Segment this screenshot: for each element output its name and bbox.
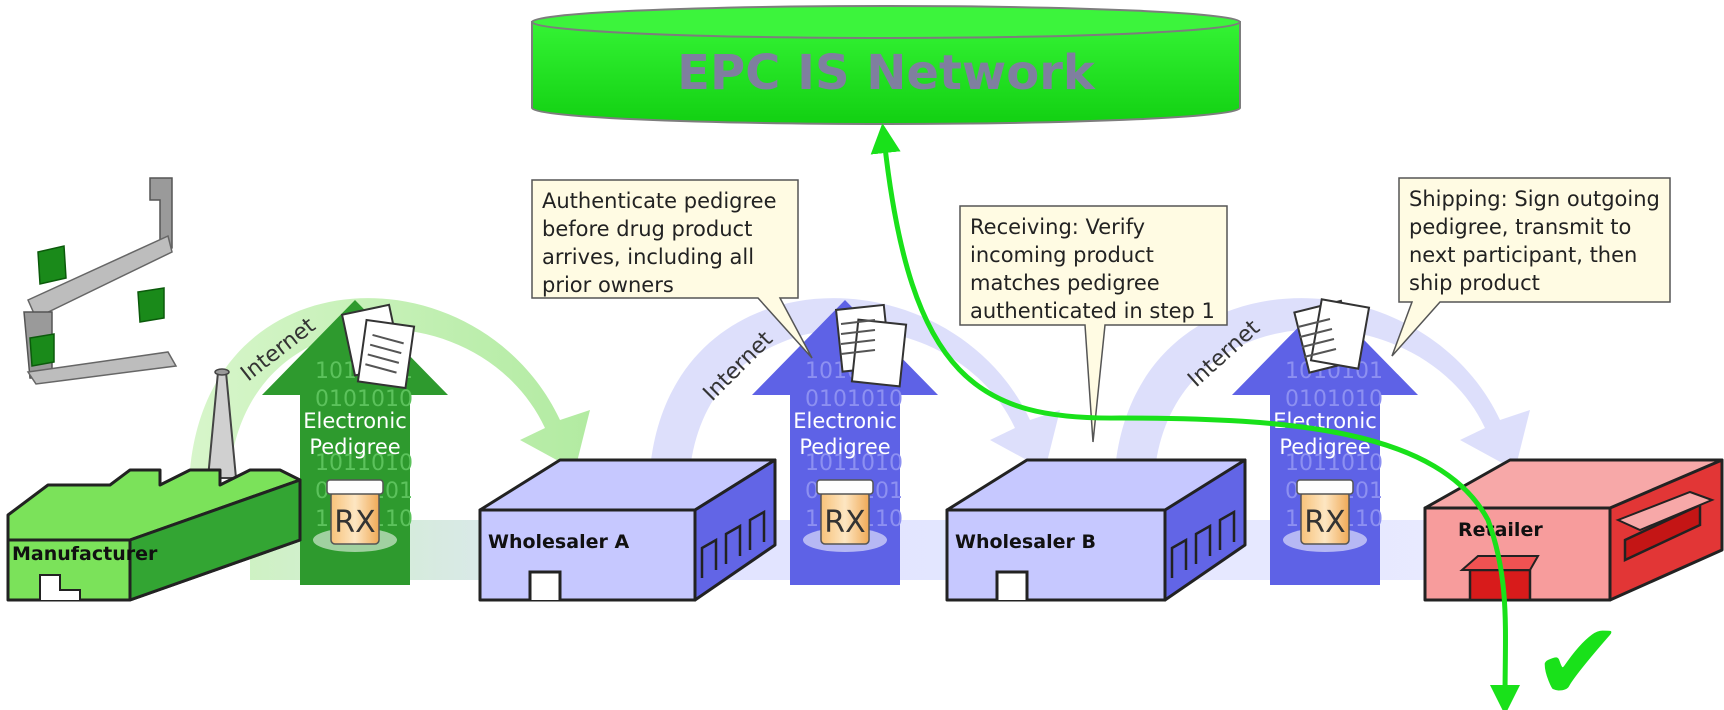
svg-text:incoming product: incoming product (970, 243, 1154, 267)
svg-text:arrives, including all: arrives, including all (542, 245, 754, 269)
svg-text:before drug product: before drug product (542, 217, 752, 241)
svg-text:matches pedigree: matches pedigree (970, 271, 1160, 295)
manufacturer-building: Manufacturer (6, 368, 302, 602)
svg-text:Receiving: Verify: Receiving: Verify (970, 215, 1145, 239)
pedigree-label-line1: Electronic (303, 409, 407, 433)
svg-text:Shipping: Sign outgoing: Shipping: Sign outgoing (1409, 187, 1660, 211)
participant-label: Wholesaler B (955, 531, 1096, 553)
network-label: EPC IS Network (677, 45, 1096, 101)
rx-bottle-icon: RX (313, 479, 397, 552)
check-mark-icon: ✔ (1532, 598, 1624, 710)
svg-text:RX: RX (824, 505, 865, 540)
svg-text:RX: RX (1304, 505, 1345, 540)
pedigree-label-line2: Pedigree (309, 435, 400, 459)
callout-shipping: Shipping: Sign outgoing pedigree, transm… (1391, 177, 1671, 357)
network-flow-curve (870, 123, 1521, 710)
wholesaler-a-building: Wholesaler A (478, 458, 777, 602)
svg-text:Authenticate pedigree: Authenticate pedigree (542, 189, 777, 213)
pedigree-label-line2: Pedigree (799, 435, 890, 459)
callout-authenticate: Authenticate pedigree before drug produc… (531, 179, 813, 359)
svg-text:pedigree, transmit to: pedigree, transmit to (1409, 215, 1631, 239)
pedigree-label-line1: Electronic (793, 409, 897, 433)
svg-text:ship product: ship product (1409, 271, 1540, 295)
logo-icon (23, 177, 178, 385)
svg-text:0101010: 0101010 (315, 387, 413, 412)
svg-text:RX: RX (334, 505, 375, 540)
document-icon (340, 303, 416, 390)
participant-label: Manufacturer (12, 543, 158, 565)
epc-is-network-database: EPC IS Network (531, 5, 1241, 125)
rx-bottle-icon: RX (803, 479, 887, 552)
svg-text:1011010: 1011010 (315, 451, 413, 476)
participant-label: Retailer (1458, 519, 1543, 541)
retailer-building: Retailer (1423, 458, 1724, 602)
participant-label: Wholesaler A (488, 531, 629, 553)
svg-text:prior owners: prior owners (542, 273, 674, 297)
callout-receiving: Receiving: Verify incoming product match… (959, 205, 1228, 443)
internet-arc-1 (190, 298, 590, 470)
svg-text:authenticated in step 1: authenticated in step 1 (970, 299, 1215, 323)
svg-text:next participant, then: next participant, then (1409, 243, 1637, 267)
